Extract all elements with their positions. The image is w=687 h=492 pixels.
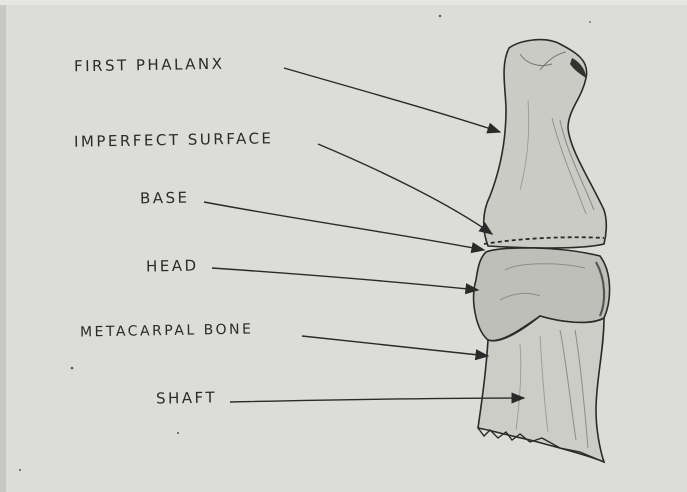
arrow-head (212, 268, 478, 290)
arrow-metacarpal-bone (302, 336, 488, 356)
top-border (0, 0, 687, 5)
arrow-shaft (230, 398, 524, 402)
arrow-base (204, 202, 484, 250)
label-imperfect-surface: IMPERFECT SURFACE (74, 129, 274, 150)
label-shaft: SHAFT (156, 388, 217, 407)
label-first-phalanx: FIRST PHALANX (74, 55, 225, 76)
label-metacarpal-bone: METACARPAL BONE (80, 321, 254, 340)
arrow-imperfect-surface (318, 144, 492, 234)
left-border (0, 0, 6, 492)
leader-arrows (204, 68, 524, 402)
label-head: HEAD (146, 257, 199, 276)
arrow-first-phalanx (284, 68, 500, 132)
first-phalanx-bone (484, 40, 607, 248)
label-base: BASE (140, 189, 190, 208)
